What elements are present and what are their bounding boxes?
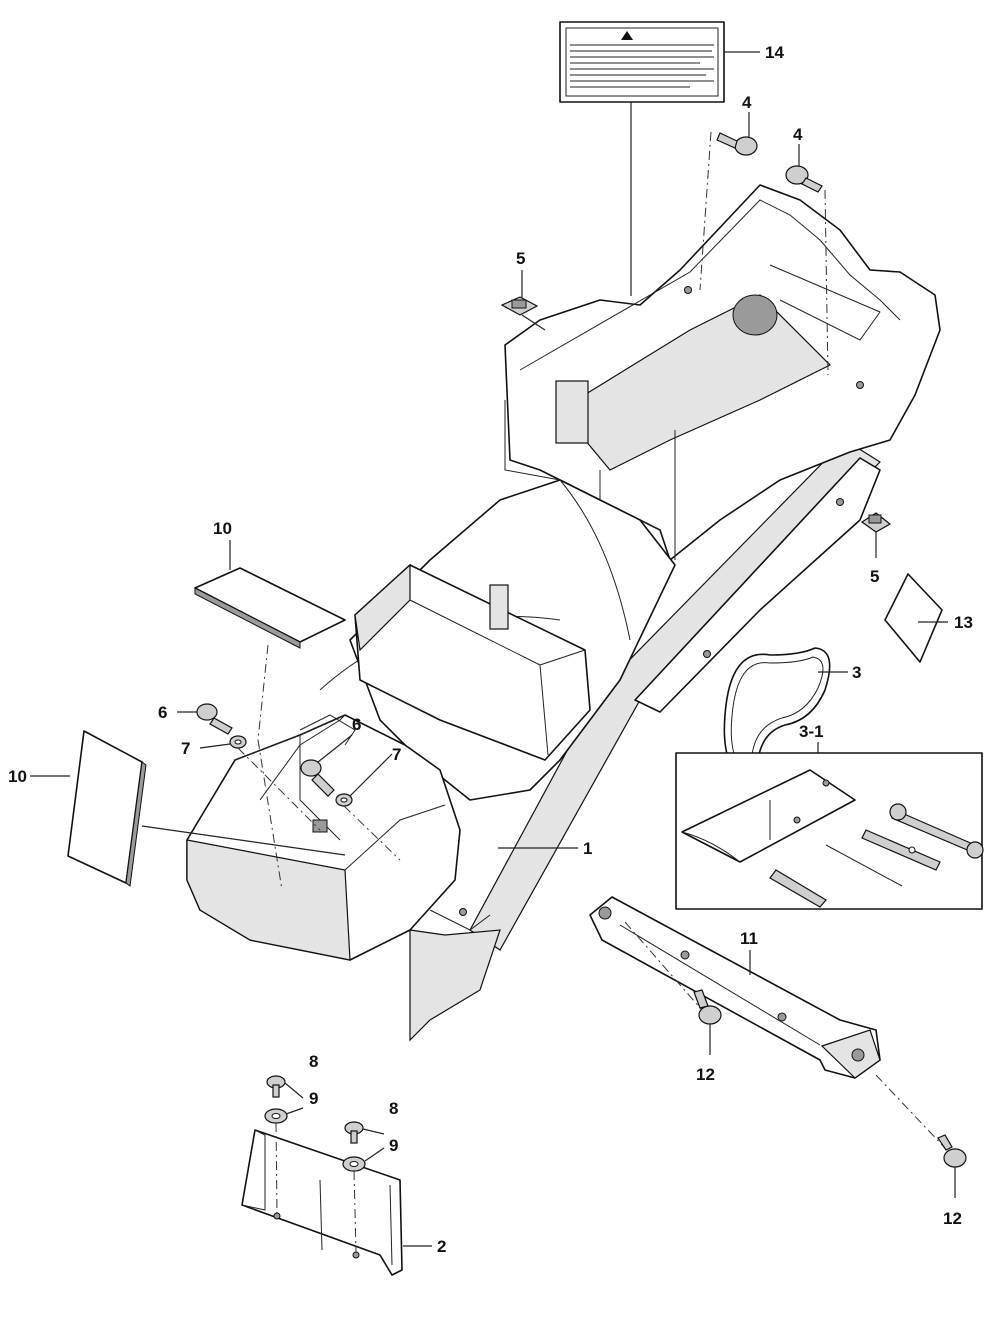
- bracket-2-part: [241, 1129, 403, 1276]
- bolt-12a: [693, 989, 722, 1025]
- clip-5b: [860, 512, 892, 533]
- washer-7a: [229, 735, 247, 749]
- callout-9b: 9: [389, 1136, 398, 1155]
- washer-7b: [335, 793, 353, 807]
- callout-10a: 10: [213, 519, 232, 538]
- bolt-12b: [937, 1134, 967, 1168]
- callout-13: 13: [954, 613, 973, 632]
- pad-side-part: [67, 730, 147, 887]
- callout-3: 3: [852, 663, 861, 682]
- washer-9a: [264, 1108, 288, 1124]
- callout-6a: 6: [158, 703, 167, 722]
- callout-4b: 4: [793, 125, 803, 144]
- callout-14: 14: [765, 43, 784, 62]
- callout-3-1: 3-1: [799, 722, 824, 741]
- bolt-6a: [196, 703, 233, 735]
- washer-9b: [342, 1156, 366, 1172]
- callout-5a: 5: [516, 249, 525, 268]
- callout-8a: 8: [309, 1052, 318, 1071]
- bolt-6b: [300, 759, 335, 797]
- bolt-4b: [785, 165, 823, 193]
- callout-10b: 10: [8, 767, 27, 786]
- callout-12a: 12: [696, 1065, 715, 1084]
- callout-11: 11: [740, 929, 758, 948]
- bolt-4a: [716, 132, 758, 156]
- warning-label-part: [559, 21, 725, 103]
- callout-12b: 12: [943, 1209, 962, 1228]
- callout-2: 2: [437, 1237, 446, 1256]
- callout-7a: 7: [181, 739, 190, 758]
- tool-kit-box: [675, 752, 984, 910]
- pad-top-part: [194, 567, 346, 649]
- callout-4a: 4: [742, 93, 752, 112]
- clip-5a: [500, 296, 539, 316]
- rear-fender-part: [186, 184, 941, 1042]
- support-rod-11-part: [589, 896, 881, 1079]
- callout-9a: 9: [309, 1089, 318, 1108]
- callout-6b: 6: [352, 715, 361, 734]
- callout-7b: 7: [392, 745, 401, 764]
- callout-5b: 5: [870, 567, 879, 586]
- screw-8b: [344, 1121, 364, 1144]
- callout-8b: 8: [389, 1099, 398, 1118]
- sheet-13-part: [884, 573, 943, 663]
- callout-1: 1: [583, 839, 592, 858]
- screw-8a: [266, 1075, 286, 1098]
